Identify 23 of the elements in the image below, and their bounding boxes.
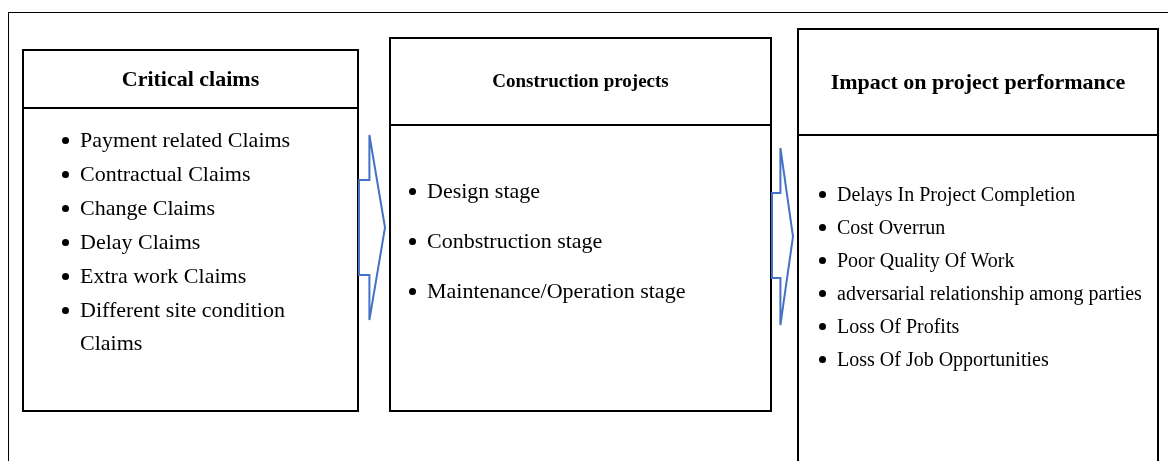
list-item: Delays In Project Completion <box>817 178 1147 210</box>
list-item: Maintenance/Operation stage <box>407 271 760 311</box>
box-heading: Construction projects <box>492 70 669 93</box>
box-heading: Critical claims <box>121 65 260 93</box>
block-arrow <box>771 147 794 326</box>
stage-box <box>797 28 1159 461</box>
list-item: Loss Of Profits <box>817 310 1147 342</box>
list-item: Extra work Claims <box>60 259 347 292</box>
list-item: Cost Overrun <box>817 211 1147 243</box>
list-item: Payment related Claims <box>60 123 347 156</box>
list-item: Contractual Claims <box>60 157 347 190</box>
block-arrow <box>358 134 386 321</box>
list-item: Loss Of Job Opportunities <box>817 343 1147 375</box>
stage-box <box>22 49 359 412</box>
stage-box <box>389 37 772 412</box>
box-heading: Impact on project performance <box>830 68 1126 96</box>
list-item: Poor Quality Of Work <box>817 244 1147 276</box>
list-item: Change Claims <box>60 191 347 224</box>
list-item: adversarial relationship among parties <box>817 277 1147 309</box>
list-item: Delay Claims <box>60 225 347 258</box>
list-item: Different site condition Claims <box>60 293 347 359</box>
list-item: Design stage <box>407 171 760 211</box>
list-item: Conbstruction stage <box>407 221 760 261</box>
